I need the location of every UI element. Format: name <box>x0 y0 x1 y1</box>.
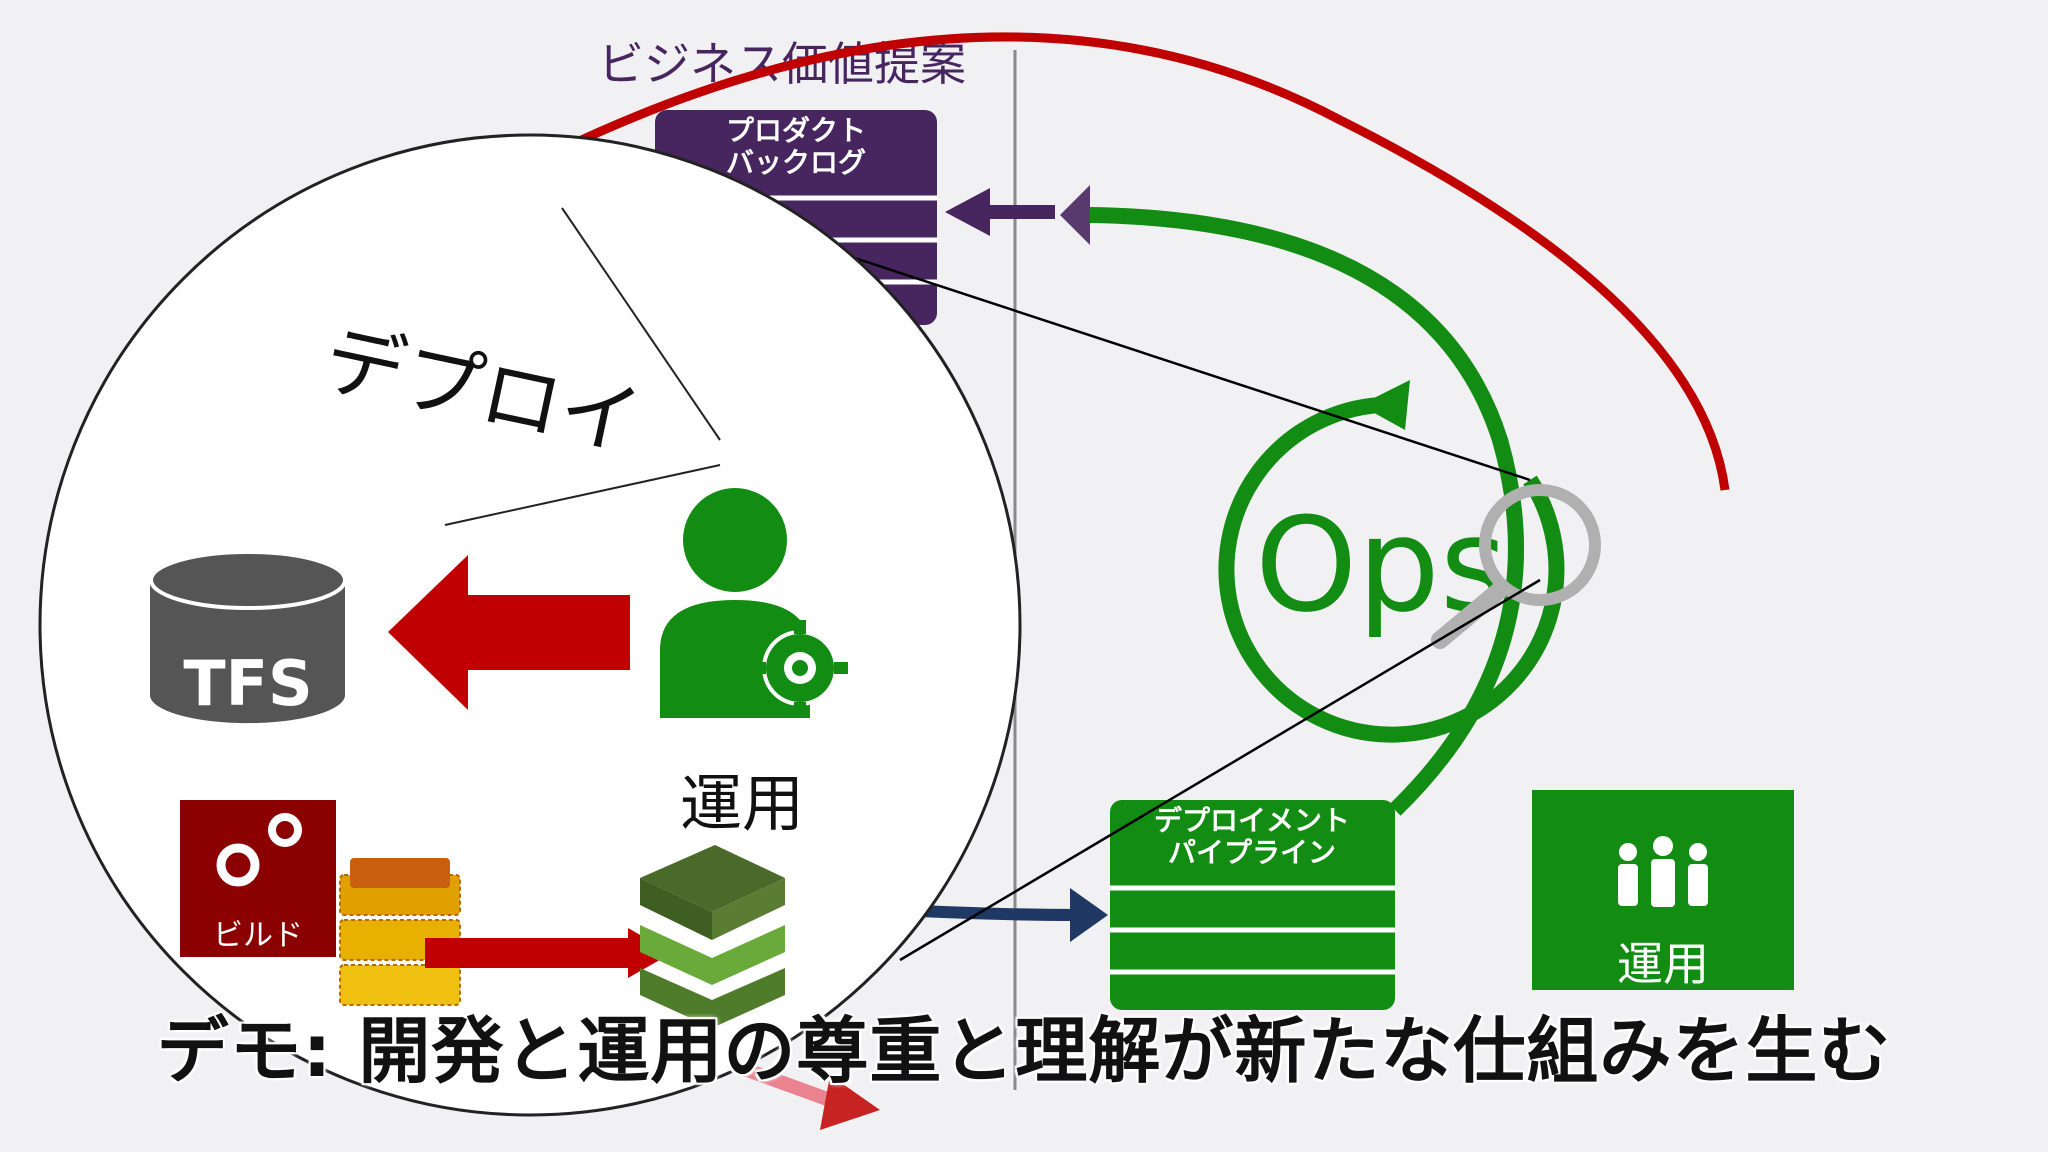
zoom-line-bottom <box>899 578 1541 962</box>
orange-server-stack <box>339 858 461 1006</box>
operator-icon <box>660 488 848 718</box>
zoom-circle: デプロイ TFS <box>38 133 1022 1117</box>
pipeline-title-line2: パイプライン <box>1168 836 1336 869</box>
zoom-operations-label: 運用 <box>680 767 804 840</box>
big-red-arrow <box>388 555 630 710</box>
operations-team-tile: 運用 <box>1532 790 1794 991</box>
green-feedback-curve <box>1089 207 1524 816</box>
build-gears-icon <box>216 813 302 887</box>
deployment-pipeline: デプロイメント パイプライン <box>1110 800 1395 1010</box>
slide-caption: デモ: 開発と運用の尊重と理解が新たな仕組みを生む <box>156 1009 1892 1093</box>
red-arc <box>558 32 1730 491</box>
ops-arrow-head <box>1360 380 1410 430</box>
tfs-database-icon: TFS <box>149 550 347 724</box>
operations-team-label: 運用 <box>1617 937 1709 991</box>
people-icon <box>1618 836 1708 907</box>
purple-arrow <box>945 188 1055 236</box>
gear-icon <box>752 620 848 716</box>
zoom-line-top <box>799 238 1531 482</box>
build-label: ビルド <box>213 918 303 953</box>
magnifier-icon <box>1431 484 1601 649</box>
backlog-title-line1: プロダクト <box>726 114 866 147</box>
build-tile: ビルド <box>180 800 336 957</box>
tfs-label: TFS <box>183 647 312 720</box>
backlog-title-line2: バックログ <box>726 146 866 179</box>
pipeline-title-line1: デプロイメント <box>1154 804 1350 837</box>
green-server-stack <box>640 845 785 1028</box>
green-arrow-head-top <box>1060 185 1090 245</box>
